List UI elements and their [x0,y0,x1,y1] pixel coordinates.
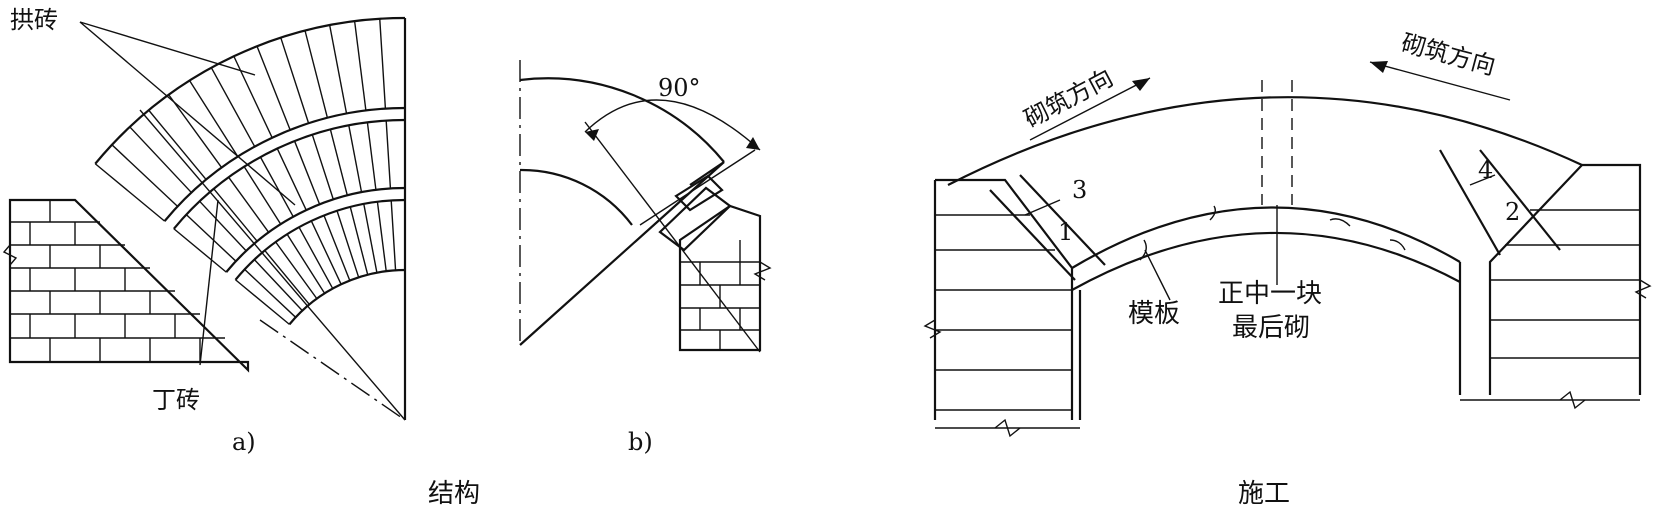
brick-joint [348,125,363,193]
keystone-label-2: 最后砌 [1232,313,1310,343]
left-abutment [923,174,1106,438]
brick-joint [129,126,192,194]
direction-arrow-left [1029,77,1151,141]
seq-label-1: 1 [1058,218,1073,246]
skewback-bricks [658,174,772,352]
right-abutment [1439,149,1652,410]
caption-structure: 结构 [428,479,480,509]
brick-joint [94,163,166,222]
brick-joint [304,30,329,118]
arch-bricks [94,18,406,325]
brick-joint [275,241,318,300]
brick-joint [385,120,392,189]
panel-c: 砌筑方向 砌筑方向 1 3 4 2 模板 正中一块 最后砌 [923,29,1652,438]
brick-joint [280,37,310,124]
arch-ring [163,106,406,222]
brick-joint [376,201,387,272]
arch-rings [94,16,406,326]
seq-label-2: 2 [1505,198,1520,226]
brick-joint [298,226,334,289]
seq-label-4: 4 [1478,156,1493,184]
brick-joint [311,134,334,200]
brick-joint [185,214,237,262]
callout-arch-brick: 拱砖 [10,6,58,34]
brick-joint [366,122,377,190]
brick-joint [199,200,247,252]
panel-b: 90° b) [519,60,772,456]
brick-joint [379,18,387,109]
arch-ring [288,268,406,326]
arch-ring [225,186,406,273]
brick-joint [210,67,256,147]
caption-construction: 施工 [1238,479,1290,509]
brick-joint [173,228,227,273]
brick-joint [259,156,294,218]
brick-joint [349,206,369,275]
keystone-label-1: 正中一块 [1218,279,1322,309]
brick-joint [213,188,258,242]
abutment-brickwork [2,198,250,373]
brick-joint [293,140,321,205]
brick-joint [256,45,291,131]
brick-joint [189,80,239,157]
brick-joint [323,215,351,281]
brick-joint [286,233,326,294]
brick-joint [148,109,207,181]
direction-arrow-right [1369,61,1511,101]
formwork-label: 模板 [1128,299,1180,329]
callout-header-brick: 丁砖 [152,386,200,414]
direction-right-label: 砌筑方向 [1398,29,1498,81]
brick-joint [253,259,303,312]
brick-joint [243,166,282,225]
brick-joint [168,94,223,168]
seq-label-3: 3 [1072,176,1087,204]
brick-joint [328,24,348,114]
brick-joint [390,200,397,271]
brick-joint [276,148,307,211]
panel-a: 拱砖 丁砖 a) [2,6,407,456]
brick-joint [329,129,348,196]
brick-joint [235,279,290,325]
brick-joint [244,268,297,318]
brick-joint [310,220,342,285]
brick-joint [336,210,360,278]
brick-joint [363,203,378,273]
brick-joint [111,144,179,207]
panel-label-a: a) [232,428,256,456]
brick-joint [353,21,367,111]
angle-label: 90° [658,74,701,102]
panel-label-b: b) [628,428,653,456]
brick-joint [264,250,310,305]
brick-joint [228,176,270,233]
